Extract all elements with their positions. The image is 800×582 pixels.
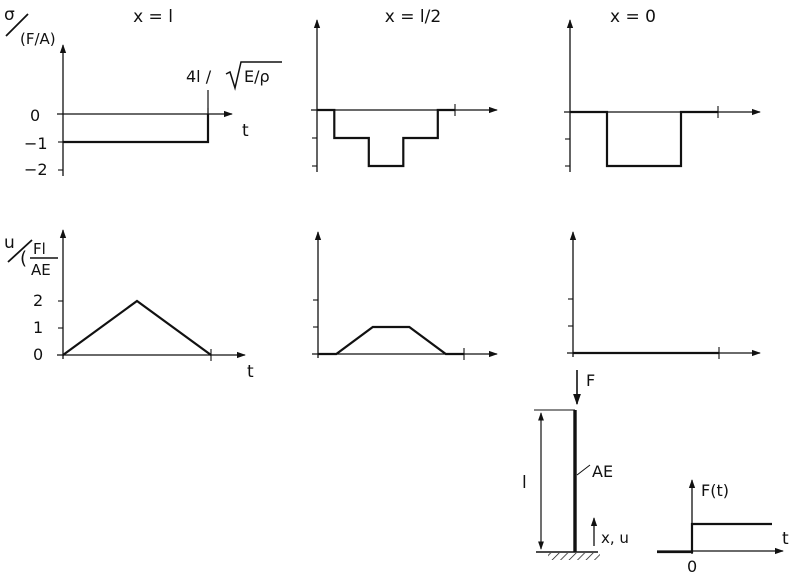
displacement-xlabel-left: t [247, 362, 254, 382]
stress-tick-0: 0 [30, 106, 40, 125]
bar-sketch: F l AE x, u [522, 370, 629, 560]
displacement-ylabel-fl: Fl [33, 240, 46, 258]
stress-xlabel-left: t [242, 121, 249, 141]
coord-label: x, u [601, 529, 629, 547]
load-plot-xlabel: t [782, 529, 789, 549]
load-step-curve [657, 522, 772, 554]
displacement-tick-0: 0 [33, 345, 43, 364]
length-label: l [522, 473, 527, 493]
column-header-x-l-half: x = l/2 [385, 7, 441, 27]
stress-ylabel: σ (F/A) [4, 5, 56, 48]
radical-sign [225, 61, 282, 91]
displacement-ylabel-paren: ( [20, 248, 27, 269]
displacement-ylabel: u ( Fl AE [4, 233, 58, 279]
displacement-panel-2-series [318, 325, 464, 356]
ground-hatching [548, 553, 600, 560]
displacement-panel-1-series [62, 299, 212, 356]
stress-tick-minus-2: −2 [24, 160, 48, 179]
stress-ylabel-denominator: (F/A) [20, 30, 56, 48]
stiffness-leader [576, 464, 591, 476]
stress-panel-1-series [63, 114, 210, 144]
displacement-ylabel-numerator: u [4, 233, 15, 253]
period-annotation-root: E/ρ [244, 67, 270, 86]
load-plot: F(t) t 0 [657, 479, 789, 576]
stress-tick-minus-1: −1 [24, 134, 48, 153]
stress-ylabel-slash [5, 13, 29, 37]
plot-panels [57, 19, 761, 361]
stiffness-label: AE [592, 462, 613, 481]
stress-panel-2-series [317, 108, 455, 168]
column-header-x-zero: x = 0 [610, 7, 656, 27]
displacement-ylabel-ae: AE [31, 261, 51, 279]
stress-panel-3-series [570, 110, 718, 168]
displacement-tick-1: 1 [33, 318, 43, 337]
force-label: F [586, 371, 595, 390]
displacement-ylabel-slash [7, 239, 33, 263]
load-plot-ylabel: F(t) [701, 481, 729, 500]
period-annotation: 4l / E/ρ [186, 61, 282, 91]
load-plot-origin: 0 [687, 557, 697, 576]
stress-ylabel-numerator: σ [4, 5, 15, 25]
displacement-tick-2: 2 [33, 291, 43, 310]
column-header-x-l: x = l [133, 7, 173, 27]
period-annotation-prefix: 4l / [186, 67, 212, 86]
